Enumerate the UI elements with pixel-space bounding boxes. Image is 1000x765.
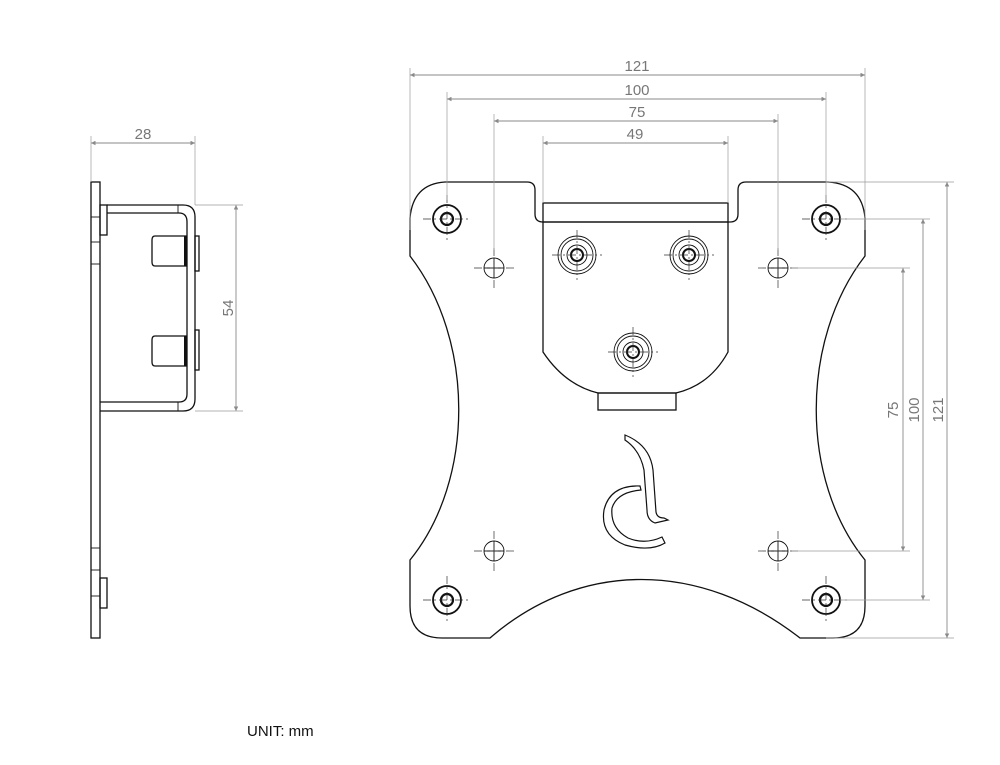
side-nut-top (99, 204, 108, 236)
right-dimensions: 121 100 75 (792, 181, 954, 639)
dimension-label-121-top: 121 (624, 58, 649, 75)
side-plate-marks (91, 216, 100, 597)
bracket-tab (597, 392, 677, 411)
brand-logo (602, 434, 670, 549)
dimension-label-121-right: 121 (930, 397, 947, 422)
dimension-label-bracket-height: 54 (220, 300, 237, 317)
front-view: 121 100 75 49 121 100 (409, 58, 954, 639)
stud-icon (552, 230, 602, 280)
vesa-hole-icon (758, 531, 798, 571)
dimension-label-75-right: 75 (885, 402, 902, 419)
side-view: 28 54 (90, 126, 243, 639)
dimension-label-100-top: 100 (624, 82, 649, 99)
dimension-label-49-top: 49 (627, 126, 644, 143)
top-dimensions: 121 100 75 49 (409, 58, 866, 250)
side-stud-top (151, 235, 200, 272)
stud-icon (664, 230, 714, 280)
side-nut-bottom (99, 577, 108, 609)
vesa-hole-icon (758, 248, 798, 288)
dimension-label-depth: 28 (135, 126, 152, 143)
vesa-hole-icon (474, 531, 514, 571)
stud-icon (608, 327, 658, 377)
dimension-label-75-top: 75 (629, 104, 646, 121)
side-stud-bottom (151, 329, 200, 371)
dimension-label-100-right: 100 (906, 397, 923, 422)
inner-bracket (542, 202, 729, 411)
side-bracket (100, 204, 196, 412)
side-plate (90, 181, 101, 639)
mounting-hole-icon (423, 195, 471, 243)
vesa-hole-icon (474, 248, 514, 288)
unit-label: UNIT: mm (247, 723, 314, 740)
vesa-plate-outline (409, 181, 866, 639)
mounting-hole-icon (423, 576, 471, 624)
